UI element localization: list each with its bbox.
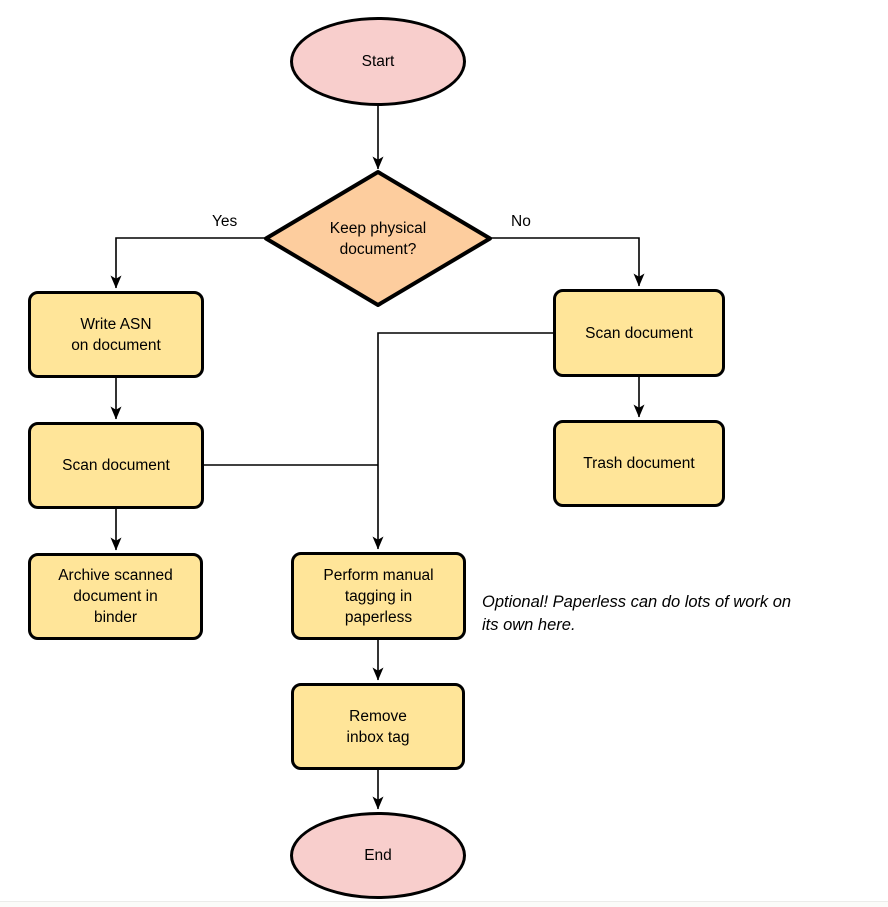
edge-decision-yes-to-write-asn [110, 237, 266, 289]
node-archive-scanned-label-line1: Archive scanned [58, 567, 173, 584]
node-scan-document-left-label: Scan document [62, 457, 170, 474]
node-scan-document-right: Scan document [553, 289, 725, 377]
node-perform-tagging-label-line3: paperless [344, 608, 413, 626]
node-decision-label-line1: Keep physical [329, 219, 427, 237]
decision-diamond-shape [264, 170, 492, 307]
node-archive-scanned-label-line2: document in [73, 588, 158, 605]
node-archive-scanned: Archive scanned document in binder [28, 553, 203, 640]
node-remove-inbox-tag: Remove inbox tag [291, 683, 465, 770]
annotation-line2: its own here. [482, 616, 576, 634]
node-perform-tagging: Perform manual tagging in paperless [291, 552, 466, 640]
node-end: End [290, 812, 466, 899]
node-trash-document: Trash document [553, 420, 725, 507]
edge-decision-no-to-scan-right [490, 237, 645, 287]
node-decision: Keep physical document? [283, 209, 473, 268]
annotation-line1: Optional! Paperless can do lots of work … [482, 593, 792, 611]
page-bottom-edge [0, 901, 888, 907]
annotation-optional-note: Optional! Paperless can do lots of work … [482, 591, 888, 637]
node-perform-tagging-label-line1: Perform manual [323, 566, 434, 584]
node-remove-inbox-tag-label-line1: Remove [349, 707, 407, 725]
node-perform-tagging-label-line2: tagging in [344, 587, 413, 605]
edge-label-yes: Yes [210, 213, 240, 231]
node-write-asn-label-line1: Write ASN [80, 315, 152, 333]
node-remove-inbox-tag-label-line2: inbox tag [346, 728, 410, 746]
edge-scan-right-to-perform-tagging [372, 332, 553, 550]
node-start: Start [290, 17, 466, 106]
node-write-asn: Write ASN on document [28, 291, 204, 378]
node-trash-document-label: Trash document [583, 455, 695, 472]
node-scan-document-right-label: Scan document [585, 324, 693, 342]
node-start-label: Start [361, 53, 395, 70]
edge-label-no: No [509, 213, 533, 231]
node-write-asn-label-line2: on document [71, 336, 161, 354]
node-decision-label-line2: document? [339, 240, 417, 258]
node-end-label: End [364, 847, 392, 864]
node-archive-scanned-label-line3: binder [93, 609, 138, 626]
node-scan-document-left: Scan document [28, 422, 204, 509]
